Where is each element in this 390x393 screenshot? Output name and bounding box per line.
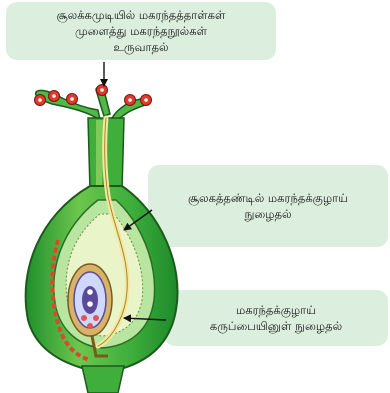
stalk (82, 366, 124, 393)
ovule (68, 264, 112, 336)
